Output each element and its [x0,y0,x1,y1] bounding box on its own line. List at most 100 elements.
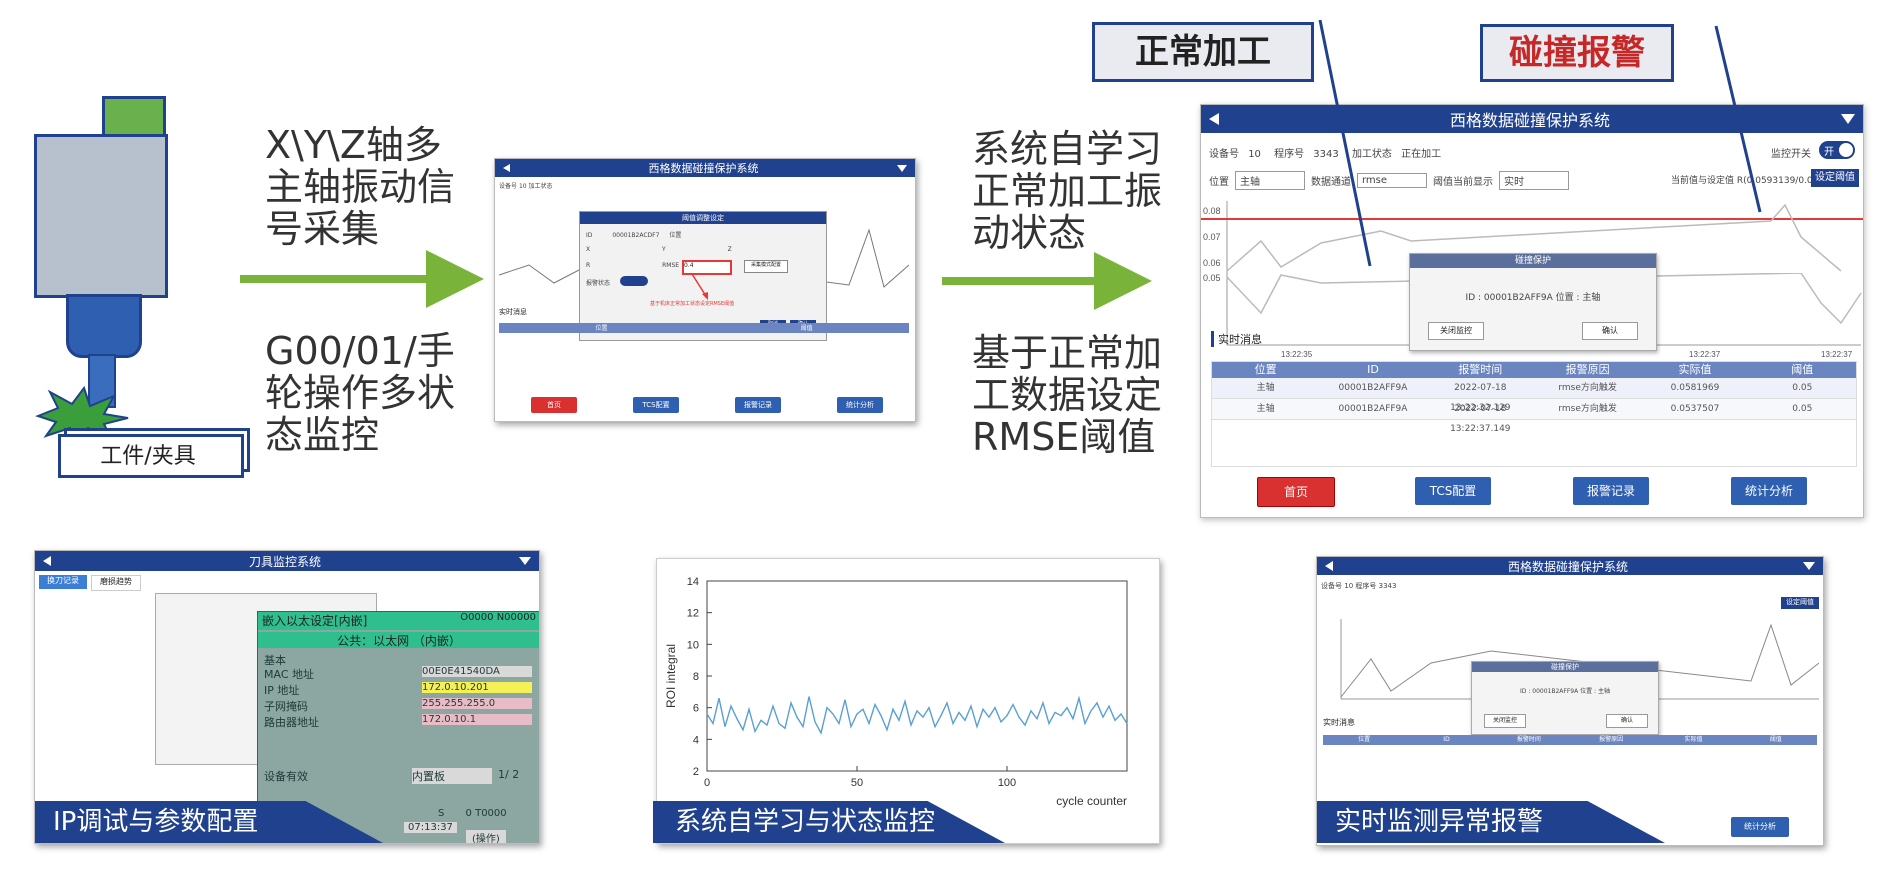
axis-y-label: Y [662,246,666,253]
y-tick-label: 6 [693,703,699,715]
step2-arrow [942,252,1152,310]
cell-actual: 0.0581969 [1670,383,1720,393]
mode-config-button[interactable]: 采集模式配置 [744,260,788,273]
ratio-text: 当前值与设定值 R(0.0593139/0.05) [1671,176,1822,186]
cell-time: 2022-07-18 13:22:32.129 [1450,383,1511,413]
threshold-hint: 基于机床正常加工状态设定RMSE阈值 [650,301,735,307]
eth-row-2: IP 地址 172.0.10.201 [264,682,534,698]
alarm-table-header: 位置 ID 报警时间 报警原因 实际值 阈值 [1212,362,1856,378]
main-menu-chevron-icon[interactable] [1841,114,1855,124]
eth-row-4-key: 路由器地址 [264,716,319,729]
main-app-titlebar: 西格数据碰撞保护系统 [1201,105,1863,133]
alarm-monitor-panel: 西格数据碰撞保护系统 设备号 10 程序号 3343 设定阈值 碰撞保护 ID … [1316,556,1824,846]
step2-bottom-line-2: 工数据设定 [972,373,1163,417]
mid-stats-button[interactable]: 统计分析 [837,397,883,413]
eth-row-3-value[interactable]: 255.255.255.0 [422,698,532,709]
cnc-tab-1[interactable]: 换刀记录 [39,575,87,589]
small-dialog-ok-button[interactable]: 确认 [1606,714,1648,728]
mid-alarm-log-button[interactable]: 报警记录 [735,397,781,413]
small-realtime-label: 实时消息 [1323,718,1355,727]
y-tick-label: 2 [693,766,699,778]
eth-op-button[interactable]: (操作) [466,830,506,843]
cell-reason: rmse方向触发 [1558,383,1617,393]
program-label: 程序号 [1274,149,1305,160]
home-button[interactable]: 首页 [1257,477,1335,507]
axis-z-label: Z [727,246,732,253]
small-menu-icon[interactable] [1803,562,1815,570]
threshold-axes-row: X Y Z [586,246,732,253]
eth-row-2-key: IP 地址 [264,684,300,697]
small-device-label: 设备号 [1321,582,1342,590]
eth-row-2-value[interactable]: 172.0.10.201 [422,682,532,693]
table-row[interactable]: 主轴 00001B2AFF9A 2022-07-18 13:22:32.129 … [1212,378,1856,413]
mid-tcs-button[interactable]: TCS配置 [633,397,679,413]
eth-row-0: 基本 [264,652,286,668]
stats-button[interactable]: 统计分析 [1731,477,1807,505]
small-program-label: 程序号 [1355,582,1377,590]
small-collision-dialog: 碰撞保护 ID : 00001B2AFF9A 位置 : 主轴 关闭监控 确认 [1471,661,1659,735]
cnc-menu-icon[interactable] [519,557,531,565]
col-reason: 报警原因 [1565,363,1610,376]
tcs-config-button[interactable]: TCS配置 [1415,477,1491,505]
realtime-messages-label: 实时消息 [1211,331,1262,347]
mid-app-titlebar: 西格数据碰撞保护系统 [495,159,915,177]
table-row[interactable]: 主轴 00001B2AFF9A 2022-07-18 13:22:37.149 … [1212,399,1856,434]
collision-close-button[interactable]: 关闭监控 [1428,322,1484,340]
main-back-icon[interactable] [1209,113,1219,125]
step2-top-line-1: 系统自学习 [972,127,1163,171]
cell-reason: rmse方向触发 [1558,404,1617,414]
position-select[interactable]: 主轴 [1235,171,1305,190]
mid-home-button[interactable]: 首页 [531,397,577,413]
cnc-titlebar: 刀具监控系统 [35,551,539,571]
y-tick-label: 4 [693,734,699,746]
x-tick-label: 100 [998,777,1016,789]
alarm-log-button[interactable]: 报警记录 [1573,477,1649,505]
cnc-tab-2[interactable]: 磨损趋势 [91,575,141,591]
threshold-id-label: ID [586,232,593,239]
small-dialog-close-button[interactable]: 关闭监控 [1484,714,1526,728]
step1-arrowhead-icon [426,250,484,308]
small-set-button[interactable]: 设定阈值 [1781,597,1819,609]
plot-frame [706,580,1128,772]
x-tick-label: 0 [704,777,710,789]
back-icon[interactable] [503,164,510,172]
threshold-display-select[interactable]: 实时 [1499,171,1569,190]
eth-page: 1/ 2 [498,768,520,781]
small-back-icon[interactable] [1325,561,1333,571]
rmse-input[interactable]: 0.4 [682,260,732,275]
learning-banner: 系统自学习与状态监控 [653,801,1005,843]
eth-row-3-key: 子网掩码 [264,700,308,713]
eth-row-4-value[interactable]: 172.0.10.1 [422,714,532,725]
cnc-back-icon[interactable] [43,556,51,566]
small-stats-button[interactable]: 统计分析 [1731,817,1789,837]
col-position: 位置 [1254,363,1277,376]
cell-position: 主轴 [1256,383,1275,393]
program-value: 3343 [1313,149,1339,160]
collision-ok-button[interactable]: 确认 [1582,322,1638,340]
chart-series-line [1226,203,1842,272]
small-status-row: 设备号 10 程序号 3343 [1321,581,1396,591]
alarm-label: 碰撞报警 [1480,24,1674,82]
eth-row-1-value[interactable]: 00E0E41540DA [422,666,532,677]
small-dialog-title: 碰撞保护 [1472,662,1658,672]
eth-time: 07:13:37 [404,822,457,833]
alarm-switch[interactable] [620,276,648,286]
eth-board-value[interactable]: 内置板 [412,768,492,784]
mid-realtime-label: 实时消息 [499,308,527,316]
normal-pointer-line [1318,19,1372,267]
channel-select[interactable]: rmse [1357,173,1427,188]
axis-r-label: R [586,262,591,269]
alarm-pointer-line [1714,25,1762,213]
threshold-dialog-title: 阈值调整设定 [580,212,826,224]
step1-top-caption: X\Y\Z轴多 主轴振动信 号采集 [265,124,485,250]
threshold-id-row: ID 00001B2ACDF7 位置 [586,230,681,239]
cnc-title: 刀具监控系统 [248,554,321,569]
y-axis-label: ROI integral [664,644,678,708]
monitor-toggle[interactable]: 开 [1819,141,1855,159]
threshold-r-row: R RMSE [586,262,679,269]
eth-header-title: 嵌入以太设定[内嵌] [262,614,368,628]
menu-chevron-icon[interactable] [897,164,907,172]
y-tick-label: 14 [687,576,699,588]
set-threshold-button[interactable]: 设定阈值 [1811,169,1859,187]
collision-dialog-title: 碰撞保护 [1410,254,1656,268]
